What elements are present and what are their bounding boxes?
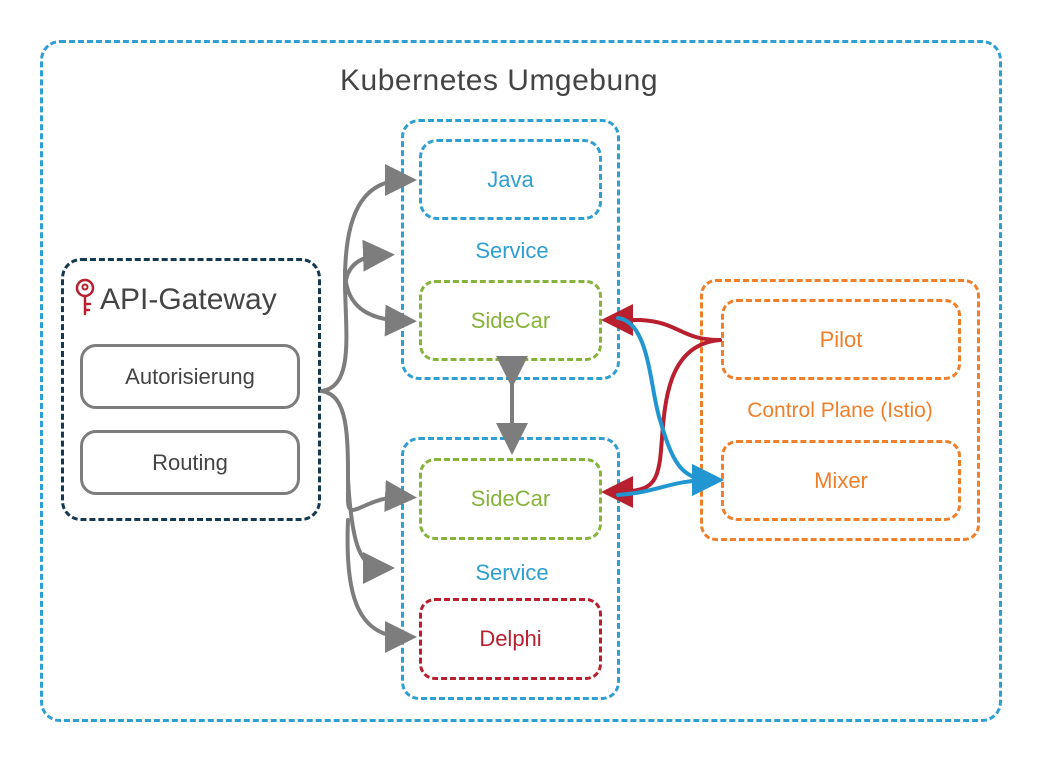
pilot-to-sidecar-bottom: [601, 338, 722, 508]
api-gateway-title: API-Gateway: [100, 283, 277, 316]
arrow-to-service-bottom: [346, 478, 395, 584]
pilot-to-sidecar-top: [601, 304, 722, 342]
gateway-item-autorisierung: Autorisierung: [80, 344, 300, 409]
environment-title: Kubernetes Umgebung: [340, 64, 659, 97]
mixer-label: Mixer: [814, 467, 868, 493]
sidecar-bottom-label: SideCar: [470, 486, 551, 511]
pilot-label: Pilot: [819, 326, 863, 352]
pilot-box: Pilot: [721, 299, 961, 380]
key-icon: [74, 278, 96, 320]
sidecar-top-to-mixer: [616, 316, 724, 496]
sidecar-top-label: SideCar: [470, 307, 551, 333]
gateway-item-label: Routing: [152, 449, 228, 475]
gateway-item-label: Autorisierung: [125, 363, 255, 389]
service-bottom-label: Service: [475, 560, 549, 585]
delphi-app-box: Delphi: [419, 598, 602, 680]
arrow-to-delphi: [345, 518, 417, 653]
pilot-config-arrows: [601, 304, 722, 508]
delphi-app-label: Delphi: [479, 626, 542, 651]
arrow-to-sidecar-bottom: [320, 389, 417, 512]
java-app-box: Java: [419, 139, 602, 220]
java-app-label: Java: [487, 166, 534, 192]
arrow-to-service-top: [343, 239, 395, 292]
service-top-label: Service: [475, 238, 549, 263]
gateway-item-routing: Routing: [80, 430, 300, 495]
control-plane-label: Control Plane (Istio): [747, 399, 933, 422]
gateway-routing-arrows: [320, 164, 528, 653]
api-gateway-box: [61, 258, 321, 521]
control-plane-container: [700, 279, 980, 541]
sidecar-bottom-to-mixer: [616, 464, 724, 497]
kubernetes-environment-frame: [40, 40, 1002, 722]
arrow-to-java: [320, 164, 417, 393]
arrow-to-sidecar-top: [343, 268, 417, 337]
sidecar-bottom-box: SideCar: [419, 458, 602, 540]
mixer-telemetry-arrows: [616, 316, 724, 497]
